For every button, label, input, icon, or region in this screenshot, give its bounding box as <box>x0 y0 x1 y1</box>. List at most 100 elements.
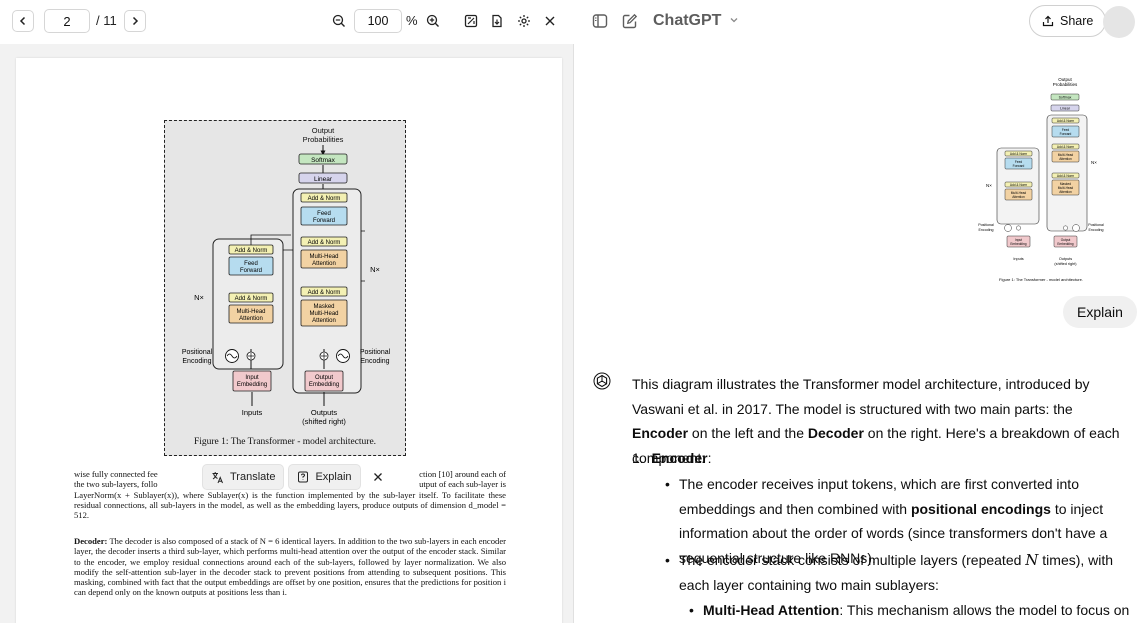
output-embedding-block <box>304 370 344 392</box>
prev-page-button[interactable] <box>12 10 34 32</box>
avatar[interactable] <box>1103 6 1135 38</box>
answer-text-3: on the right. Here's a breakdown of each… <box>632 425 1120 466</box>
svg-text:Encoding: Encoding <box>979 228 994 232</box>
close-selection-bar-button[interactable] <box>364 464 391 490</box>
svg-text:Attention: Attention <box>312 318 336 324</box>
para1-rest: LayerNorm(x + Sublayer(x)), where Sublay… <box>74 489 506 521</box>
zoom-out-button[interactable] <box>328 10 350 32</box>
document-download-icon <box>492 14 502 28</box>
svg-text:Add & Norm: Add & Norm <box>235 248 268 254</box>
translate-icon <box>212 471 223 483</box>
list-item-encoder: 1. Encoder: <box>632 446 711 470</box>
fit-page-icon <box>464 14 478 28</box>
para1-line1-left: wise fully connected fee <box>74 469 158 479</box>
svg-text:Probabilities: Probabilities <box>1053 82 1078 87</box>
svg-text:Output: Output <box>1058 77 1072 82</box>
label-inputs: Inputs <box>242 408 263 417</box>
svg-text:Add & Norm: Add & Norm <box>1057 119 1075 123</box>
explain-icon <box>298 471 309 483</box>
linear-block <box>298 172 348 184</box>
answer-text-1: This diagram illustrates the Transformer… <box>632 376 1090 417</box>
attached-transformer-diagram: Output Probabilities Softmax Linear Add … <box>978 77 1104 282</box>
svg-text:Add & Norm: Add & Norm <box>1010 183 1028 187</box>
zoom-out-icon <box>332 14 345 27</box>
svg-text:Inputs: Inputs <box>1013 257 1023 261</box>
svg-text:Masked: Masked <box>1060 182 1071 186</box>
page-total: / 11 <box>96 13 117 28</box>
explain-label: Explain <box>315 471 352 483</box>
pencil-icon <box>622 13 638 29</box>
bullet2-text-c: times), with each layer containing two m… <box>679 552 1114 593</box>
svg-text:Attention: Attention <box>312 261 336 267</box>
settings-button[interactable] <box>513 10 535 32</box>
explain-button[interactable]: Explain <box>288 464 361 490</box>
close-viewer-button[interactable] <box>539 10 561 32</box>
zoom-input[interactable] <box>354 9 402 33</box>
svg-text:Attention: Attention <box>1059 190 1072 194</box>
svg-text:Positional: Positional <box>360 349 391 356</box>
next-page-button[interactable] <box>124 10 146 32</box>
svg-text:Attention: Attention <box>1012 195 1025 199</box>
user-message: Explain <box>1063 296 1137 328</box>
svg-text:(shifted right): (shifted right) <box>302 417 346 426</box>
svg-text:Add & Norm: Add & Norm <box>308 196 341 202</box>
bullet1-text-a: The encoder receives input tokens, which… <box>679 476 1079 517</box>
decoder-paragraph: The decoder is also composed of a stack … <box>74 536 506 598</box>
svg-text:Forward: Forward <box>240 268 262 274</box>
share-label: Share <box>1060 14 1094 28</box>
zoom-unit: % <box>406 13 418 28</box>
attached-image[interactable]: Output Probabilities Softmax Linear Add … <box>975 74 1107 286</box>
close-icon <box>373 473 382 481</box>
zoom-in-button[interactable] <box>422 10 444 32</box>
svg-text:Add & Norm: Add & Norm <box>308 240 341 246</box>
svg-text:Input: Input <box>245 375 259 381</box>
bullet2-text-a: The encoder stack consists of multiple l… <box>679 552 1026 568</box>
new-chat-button[interactable] <box>619 10 641 32</box>
share-icon <box>1042 15 1054 27</box>
chat-panel: ChatGPT Share Output Probabilities Softm… <box>575 0 1143 623</box>
chevron-left-icon <box>19 16 26 26</box>
transformer-figure[interactable]: Output Probabilities Softmax Linear Add … <box>164 120 406 456</box>
fit-page-button[interactable] <box>460 10 482 32</box>
svg-text:Input: Input <box>1015 238 1022 242</box>
input-embedding-block <box>232 370 272 392</box>
svg-text:Encoding: Encoding <box>182 358 211 365</box>
bullet2-math-n: N <box>1025 551 1039 569</box>
bullet1-bold: positional encodings <box>910 500 1051 517</box>
model-title: ChatGPT <box>653 12 722 29</box>
answer-text-2: on the left and the <box>688 425 808 441</box>
svg-text:Add & Norm: Add & Norm <box>308 290 341 296</box>
zoom-in-icon <box>426 14 439 27</box>
bullet-multi-head-attention: Multi-Head Attention: This mechanism all… <box>689 598 1133 623</box>
svg-text:Embedding: Embedding <box>237 382 267 388</box>
svg-text:Linear: Linear <box>1060 107 1071 111</box>
model-selector[interactable]: ChatGPT <box>653 12 739 30</box>
translate-button[interactable]: Translate <box>202 464 285 490</box>
svg-text:Output: Output <box>1061 238 1071 242</box>
close-icon <box>545 16 555 26</box>
list-label-encoder: Encoder <box>651 450 708 466</box>
svg-text:Multi-Head: Multi-Head <box>236 309 265 315</box>
svg-text:Multi-Head: Multi-Head <box>309 311 338 317</box>
svg-text:Attention: Attention <box>1059 157 1072 161</box>
chat-header: ChatGPT Share <box>575 0 1143 44</box>
list-colon: : <box>707 450 712 466</box>
svg-text:Softmax: Softmax <box>1059 96 1072 100</box>
svg-text:Add & Norm: Add & Norm <box>1010 152 1028 156</box>
svg-text:N×: N× <box>986 183 992 188</box>
download-button[interactable] <box>486 10 508 32</box>
share-button[interactable]: Share <box>1029 5 1107 37</box>
svg-text:Add & Norm: Add & Norm <box>1057 174 1075 178</box>
softmax-label: Softmax <box>311 157 336 164</box>
svg-text:Feed: Feed <box>317 211 331 217</box>
page-number-input[interactable] <box>44 9 90 33</box>
svg-text:Feed: Feed <box>244 261 258 267</box>
bullet3-text: : This mechanism allows the model to foc… <box>839 602 1130 618</box>
svg-text:(shifted right): (shifted right) <box>1054 262 1077 266</box>
svg-text:Masked: Masked <box>313 304 334 310</box>
toggle-sidebar-button[interactable] <box>589 10 611 32</box>
transformer-diagram: Output Probabilities Softmax Linear Add … <box>182 126 391 426</box>
softmax-block <box>298 153 348 165</box>
svg-text:Multi-Head: Multi-Head <box>1058 186 1074 190</box>
